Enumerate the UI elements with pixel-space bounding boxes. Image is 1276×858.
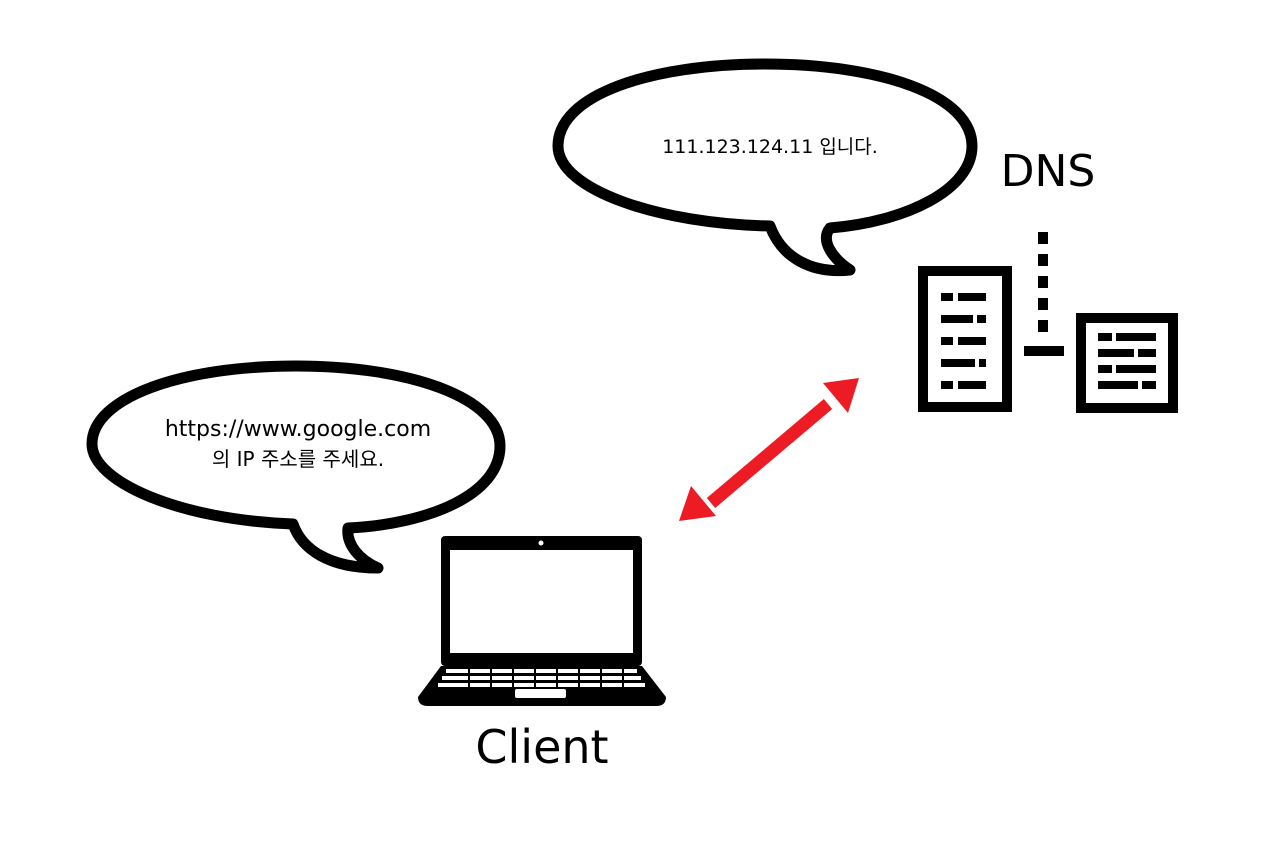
client-request-line1: https://www.google.com [165,417,431,442]
dns-label: DNS [1001,146,1096,197]
client-speech-bubble: https://www.google.com 의 IP 주소를 주세요. [86,360,506,574]
server-icon [918,232,1178,413]
dns-speech-bubble: 111.123.124.11 입니다. [552,58,978,277]
client-label: Client [475,720,608,774]
laptop-icon [418,536,666,706]
client-request-line2: 의 IP 주소를 주세요. [212,447,384,471]
request-response-arrow [679,378,859,521]
server-connector [1024,232,1064,356]
dns-response-text: 111.123.124.11 입니다. [662,136,878,158]
